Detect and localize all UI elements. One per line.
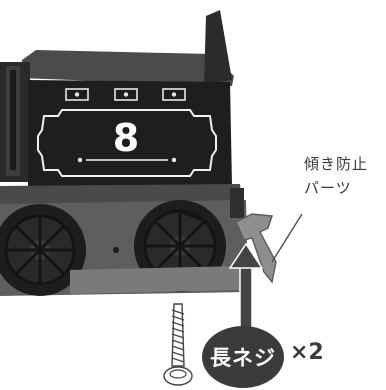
cab-pillar — [204, 10, 232, 84]
plate-dot-right — [171, 157, 177, 163]
rear-block — [230, 188, 244, 218]
engine-number: 8 — [112, 116, 140, 160]
bottom-tray — [70, 266, 242, 294]
axle-dot — [113, 247, 119, 253]
boiler-ring-inner — [10, 70, 16, 170]
wheel-left — [0, 204, 86, 296]
anti-tilt-label-line2: パーツ — [304, 179, 352, 197]
callout-pointer — [271, 213, 303, 263]
engine-body — [28, 80, 232, 190]
screw-quantity: ×2 — [290, 340, 324, 365]
anti-tilt-part — [235, 213, 277, 284]
anti-tilt-label-line1: 傾き防止 — [304, 155, 369, 173]
rivet-plates — [65, 88, 186, 101]
plate-dot-left — [77, 157, 83, 163]
long-screw — [163, 303, 193, 386]
engine-roof — [20, 50, 234, 86]
long-screw-badge: 長ネジ — [202, 326, 284, 388]
number-plate-frame — [37, 109, 217, 177]
anti-tilt-part-label: 傾き防止 パーツ — [304, 152, 386, 200]
